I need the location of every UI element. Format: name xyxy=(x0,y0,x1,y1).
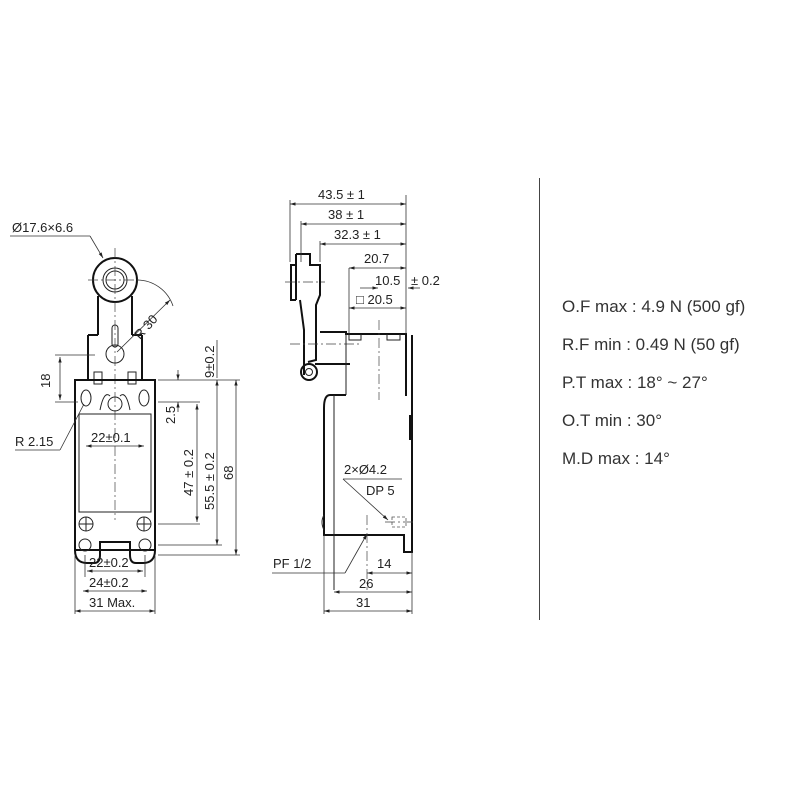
spec-release-force: R.F min : 0.49 N (50 gf) xyxy=(562,335,740,354)
dim-10-5-label: 10.5 xyxy=(375,273,400,288)
arm-radius-label: R 30 xyxy=(131,312,161,342)
dim-20-7-label: 20.7 xyxy=(364,251,389,266)
section-divider xyxy=(539,178,540,620)
dim-22-bottom-label: 22±0.2 xyxy=(89,555,129,570)
dim-32-3-label: 32.3 ± 1 xyxy=(334,227,381,242)
spec-movement-differential: M.D max : 14° xyxy=(562,449,670,468)
dim-2-5-label: 2.5 xyxy=(163,406,178,424)
dim-68-label: 68 xyxy=(221,466,236,480)
dim-24-label: 24±0.2 xyxy=(89,575,129,590)
spec-overtravel: O.T min : 30° xyxy=(562,411,663,430)
dim-20-5-label: □ 20.5 xyxy=(356,292,393,307)
dim-22-top-label: 22±0.1 xyxy=(91,430,131,445)
dim-31-max-label: 31 Max. xyxy=(89,595,135,610)
dim-14-label: 14 xyxy=(377,556,391,571)
conduit-label: PF 1/2 xyxy=(273,556,311,571)
dim-38-label: 38 ± 1 xyxy=(328,207,364,222)
roller-diameter-label: Ø17.6×6.6 xyxy=(12,220,73,235)
dim-43-5-label: 43.5 ± 1 xyxy=(318,187,365,202)
spec-pretravel: P.T max : 18° ~ 27° xyxy=(562,373,708,392)
holes-label: 2×Ø4.2 xyxy=(344,462,387,477)
dim-10-5-tolerance-label: ± 0.2 xyxy=(411,273,440,288)
side-view: 43.5 ± 1 38 ± 1 32.3 ± 1 20.7 10.5 ± 0.2… xyxy=(272,187,440,614)
dim-9-label: 9±0.2 xyxy=(202,346,217,378)
spec-list: O.F max : 4.9 N (500 gf) R.F min : 0.49 … xyxy=(562,296,745,486)
spec-operating-force: O.F max : 4.9 N (500 gf) xyxy=(562,297,746,316)
dim-26-label: 26 xyxy=(359,576,373,591)
depth-label: DP 5 xyxy=(366,483,395,498)
corner-radius-label: R 2.15 xyxy=(15,434,53,449)
dim-31-label: 31 xyxy=(356,595,370,610)
dim-47-label: 47 ± 0.2 xyxy=(181,449,196,496)
dim-18-label: 18 xyxy=(38,374,53,388)
front-view: Ø17.6×6.6 R 30 18 R 2.15 22±0.1 2.5 47 ±… xyxy=(10,220,240,614)
dim-55-5-label: 55.5 ± 0.2 xyxy=(202,452,217,510)
